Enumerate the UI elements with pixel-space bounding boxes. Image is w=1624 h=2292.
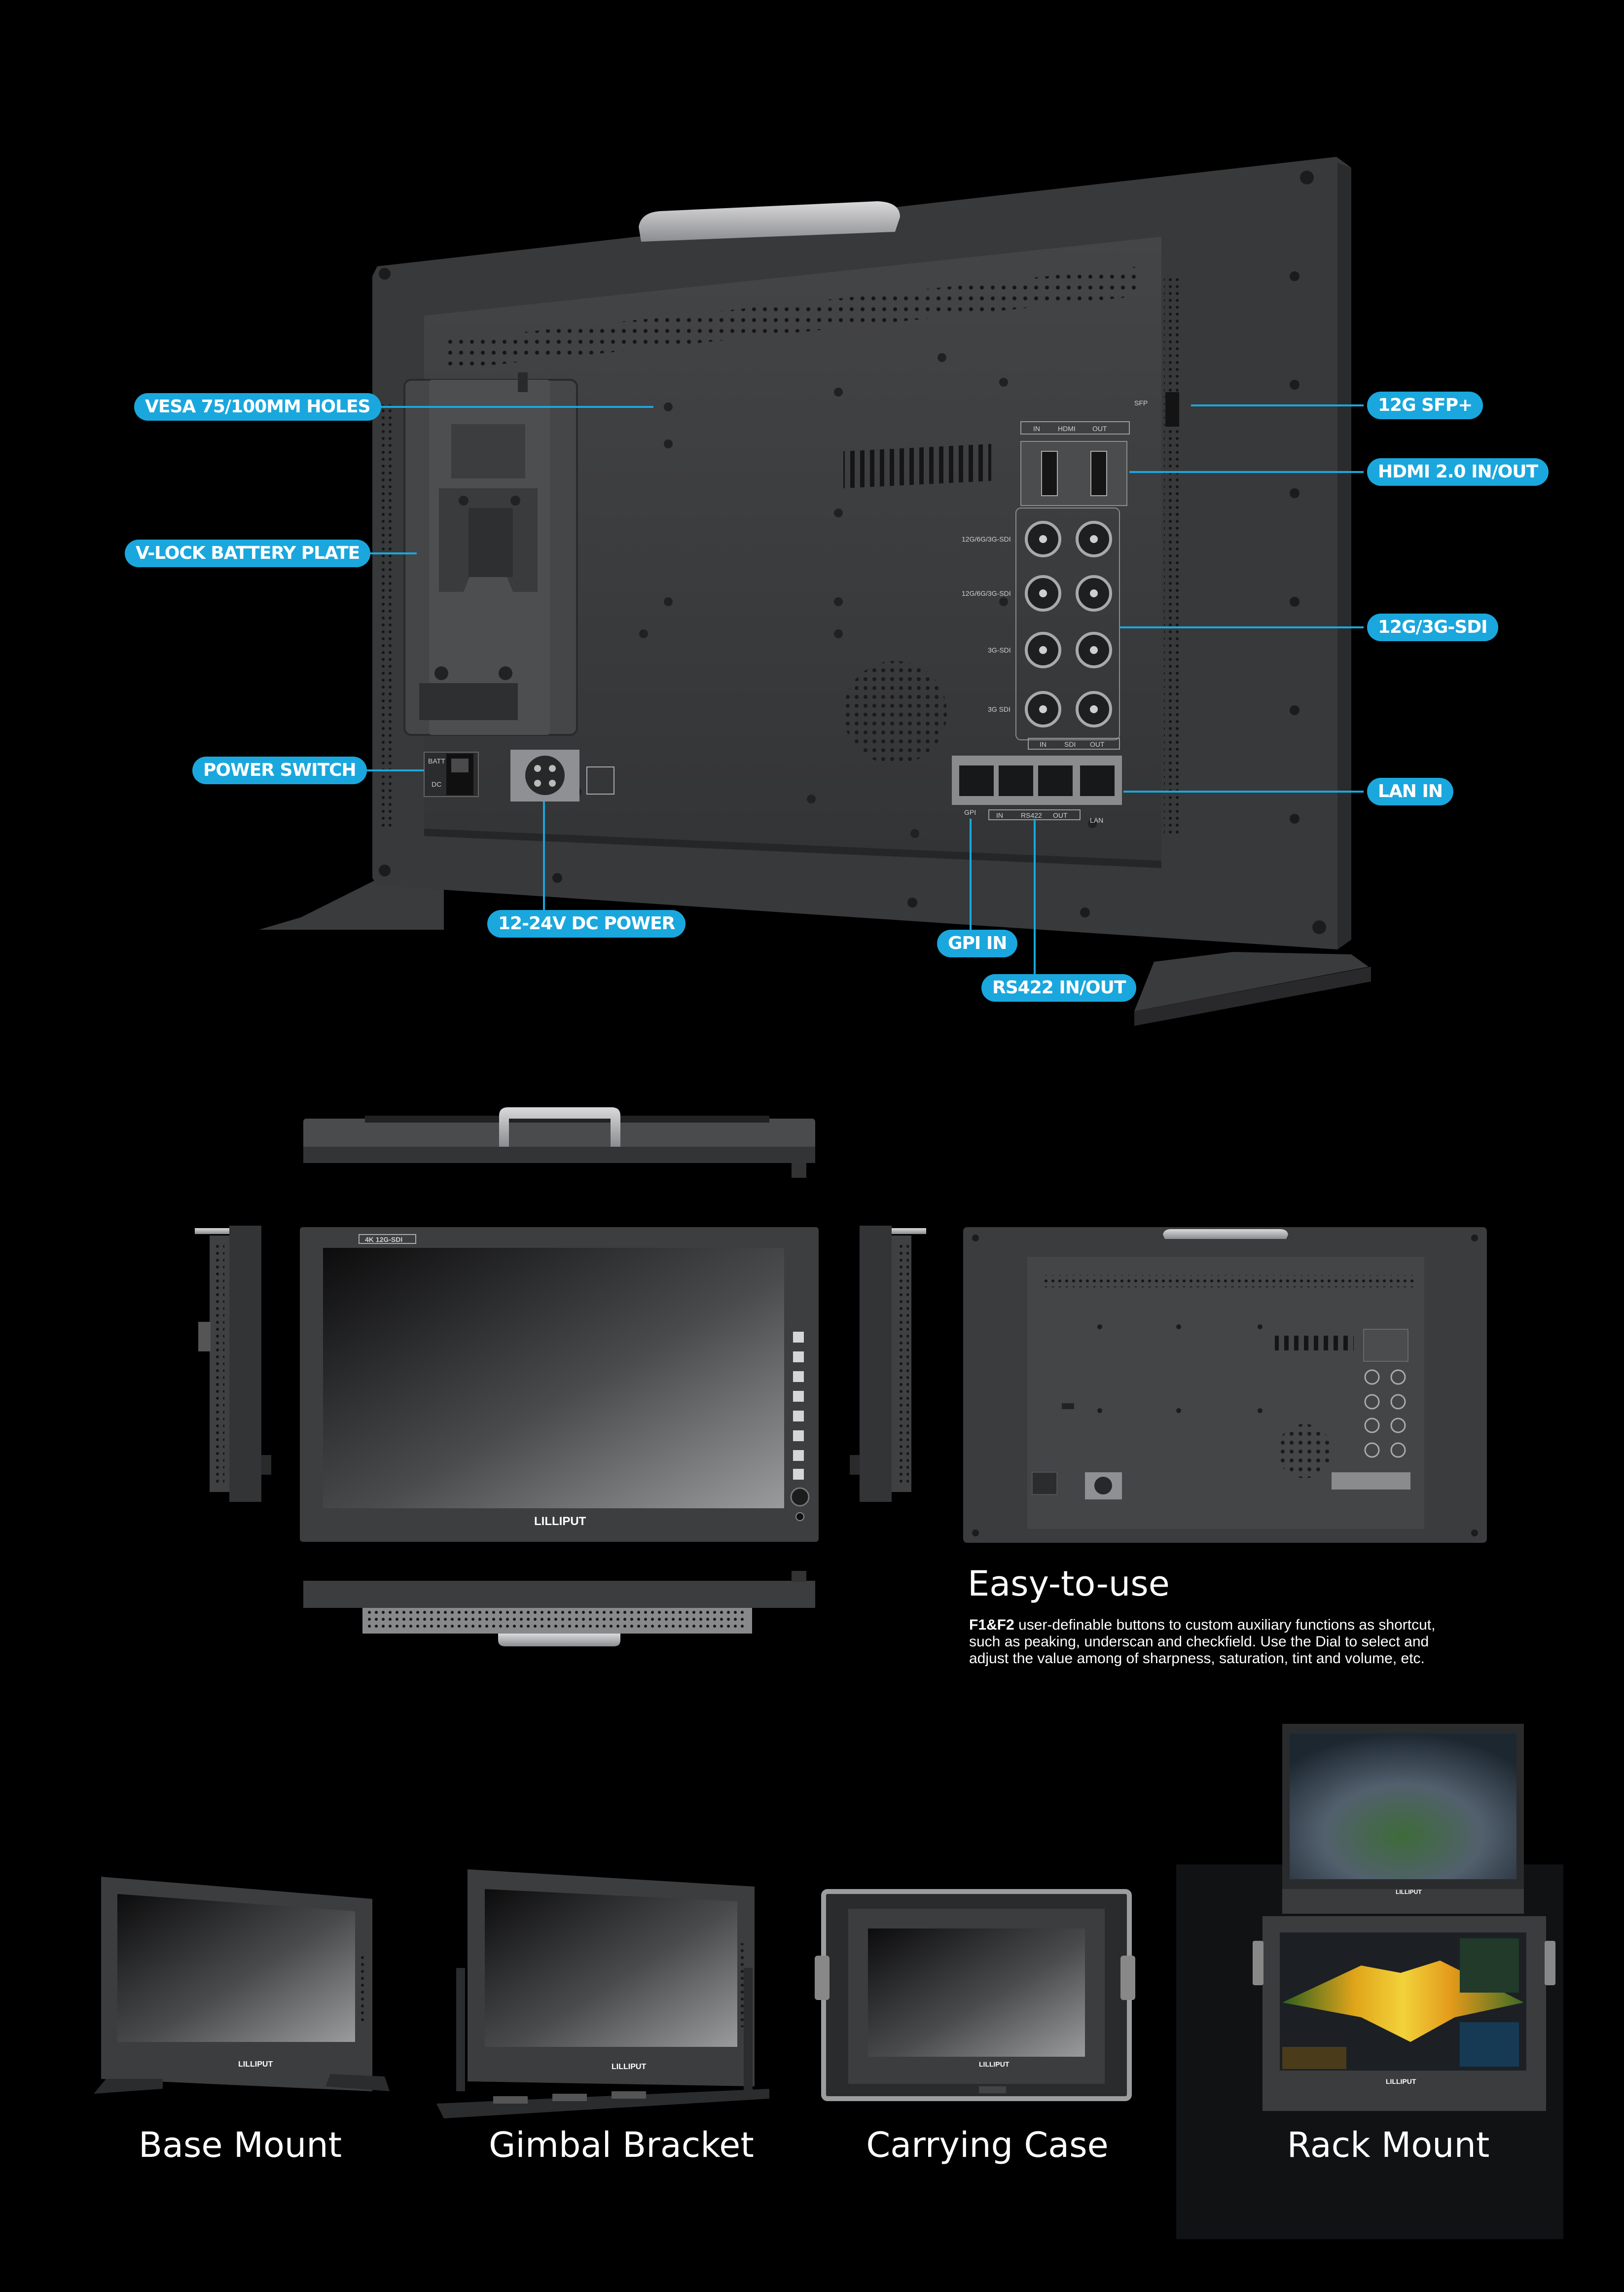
sdi-row1-silkscreen: 12G/6G/3G-SDI xyxy=(962,535,1011,543)
mid-slots xyxy=(843,444,991,488)
hdmi-ports xyxy=(1020,421,1130,506)
sdi-row3-silkscreen: 3G-SDI xyxy=(988,646,1011,654)
rs422-silkscreen: RS422 xyxy=(1021,811,1042,819)
hdmi-in-silkscreen: IN xyxy=(1033,425,1040,433)
gimbal-bracket-image xyxy=(436,1869,769,2118)
dc-silkscreen: DC xyxy=(432,780,441,788)
carry-handle xyxy=(639,201,900,242)
front-screen xyxy=(323,1248,784,1508)
panel-silkscreen: SFP IN HDMI OUT 12G/6G/3G-SDI 12G/6G/3G-… xyxy=(428,399,1148,824)
rs-out-silkscreen: OUT xyxy=(1053,811,1068,819)
rack-bottom-brand: LILLIPUT xyxy=(1386,2077,1416,2085)
sdi-in-silkscreen: IN xyxy=(1040,740,1047,748)
rs-in-silkscreen: IN xyxy=(996,811,1003,819)
easy-lead: F1&F2 xyxy=(969,1617,1014,1633)
side-vent xyxy=(1164,276,1180,834)
base-mount-image xyxy=(94,1877,390,2094)
hdmi-out-silkscreen: OUT xyxy=(1092,425,1107,433)
sdi-silkscreen: SDI xyxy=(1064,740,1076,748)
lan-silkscreen: LAN xyxy=(1090,816,1103,824)
rear-view-main xyxy=(259,157,1371,1026)
callout-lan: LAN IN xyxy=(1367,778,1453,805)
caption-rack-mount: Rack Mount xyxy=(1287,2125,1490,2165)
easy-body: user-definable buttons to custom auxilia… xyxy=(969,1617,1436,1667)
callout-sfp: 12G SFP+ xyxy=(1367,392,1483,419)
left-foot xyxy=(259,875,444,930)
callout-vlock: V-LOCK BATTERY PLATE xyxy=(125,540,371,567)
top-view xyxy=(303,1107,815,1178)
rear-view-small xyxy=(963,1227,1487,1543)
gpi-silkscreen: GPI xyxy=(964,808,976,816)
callout-leaders xyxy=(328,404,1364,974)
caption-base-mount: Base Mount xyxy=(138,2125,342,2165)
rear-panel xyxy=(424,237,1161,861)
sdi-row2-silkscreen: 12G/6G/3G-SDI xyxy=(962,589,1011,597)
sfp-cage xyxy=(1165,392,1179,427)
rack-mount-image xyxy=(1176,1724,1563,2239)
callout-rs422: RS422 IN/OUT xyxy=(981,974,1137,1002)
right-side-view xyxy=(850,1226,926,1502)
batt-silkscreen: BATT xyxy=(428,757,445,765)
front-badge: 4K 12G-SDI xyxy=(365,1236,402,1243)
sdi-out-silkscreen: OUT xyxy=(1090,740,1105,748)
callout-power-switch: POWER SWITCH xyxy=(192,757,367,784)
rack-top-brand: LILLIPUT xyxy=(1396,1889,1422,1895)
sdi-row4-silkscreen: 3G SDI xyxy=(988,705,1010,713)
speaker-grille xyxy=(843,661,947,764)
case-brand: LILLIPUT xyxy=(979,2060,1010,2068)
bottom-view xyxy=(303,1571,815,1646)
top-vent xyxy=(446,266,1139,370)
sdi-ports xyxy=(1015,508,1120,750)
front-brand-logo: LILLIPUT xyxy=(534,1515,586,1528)
carrying-case-image xyxy=(815,1889,1135,2101)
callout-sdi: 12G/3G-SDI xyxy=(1367,614,1498,641)
gimbal-brand: LILLIPUT xyxy=(612,2063,646,2071)
power-switch xyxy=(424,752,479,797)
callout-dc-power: 12-24V DC POWER xyxy=(487,910,686,938)
base-mount-brand: LILLIPUT xyxy=(238,2060,273,2069)
easy-to-use-heading: Easy-to-use xyxy=(968,1564,1170,1604)
callout-hdmi: HDMI 2.0 IN/OUT xyxy=(1367,458,1549,486)
v-lock-plate xyxy=(403,372,578,736)
callout-gpi: GPI IN xyxy=(937,930,1018,957)
sfp-silkscreen: SFP xyxy=(1134,399,1148,407)
right-foot xyxy=(1134,952,1369,1011)
caption-gimbal-bracket: Gimbal Bracket xyxy=(489,2125,754,2165)
dc-power-connector xyxy=(510,750,614,801)
easy-to-use-description: F1&F2 user-definable buttons to custom a… xyxy=(969,1617,1462,1667)
front-view xyxy=(300,1227,819,1542)
callout-vesa: VESA 75/100MM HOLES xyxy=(134,393,381,421)
rj45-ports xyxy=(952,756,1122,820)
screw-holes xyxy=(573,353,1097,838)
hdmi-silkscreen: HDMI xyxy=(1058,425,1076,433)
left-side-view xyxy=(195,1226,271,1502)
caption-carrying-case: Carrying Case xyxy=(866,2125,1109,2165)
